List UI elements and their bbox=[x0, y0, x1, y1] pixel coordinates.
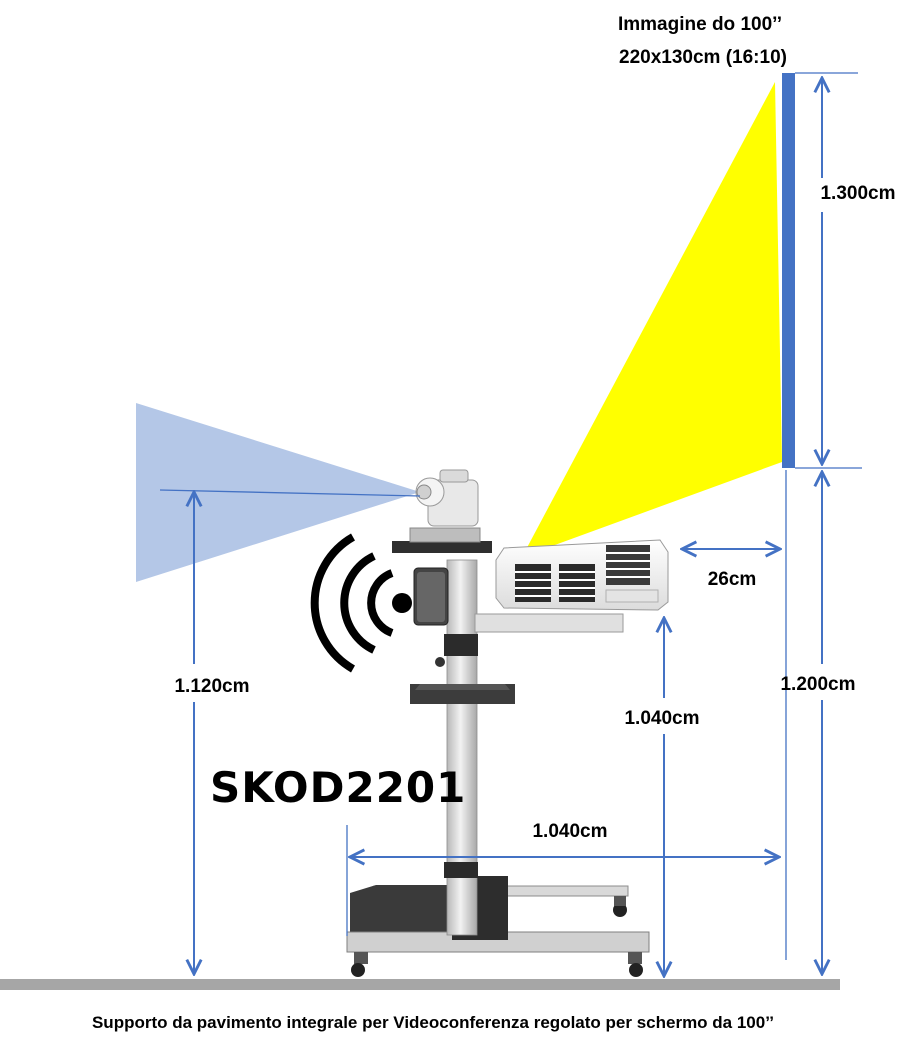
floor bbox=[0, 979, 840, 990]
label-shelf-height: 1.040cm bbox=[624, 708, 699, 729]
ptz-camera-icon bbox=[415, 469, 479, 527]
projector-icon bbox=[495, 539, 669, 611]
label-projector-gap: 26cm bbox=[708, 569, 757, 590]
dimension-camera-height bbox=[159, 489, 421, 974]
dimension-screen-height bbox=[795, 72, 862, 469]
label-base-depth: 1.040cm bbox=[532, 821, 607, 842]
label-camera-height: 1.120cm bbox=[174, 676, 249, 697]
projection-beam bbox=[522, 82, 782, 557]
title-line-2: 220x130cm (16:10) bbox=[619, 47, 787, 68]
caption: Supporto da pavimento integrale per Vide… bbox=[92, 1013, 774, 1032]
title-line-1: Immagine do 100’’ bbox=[618, 14, 782, 35]
wireless-signal-icon bbox=[310, 533, 412, 673]
product-code: SKOD2201 bbox=[210, 763, 466, 812]
label-screen-height: 1.300cm bbox=[820, 183, 895, 204]
mobile-stand-icon bbox=[346, 527, 650, 977]
projection-screen bbox=[782, 73, 795, 468]
label-wall-height: 1.200cm bbox=[780, 674, 855, 695]
dimension-wall-height bbox=[785, 470, 822, 974]
dimension-base-depth bbox=[346, 825, 779, 936]
